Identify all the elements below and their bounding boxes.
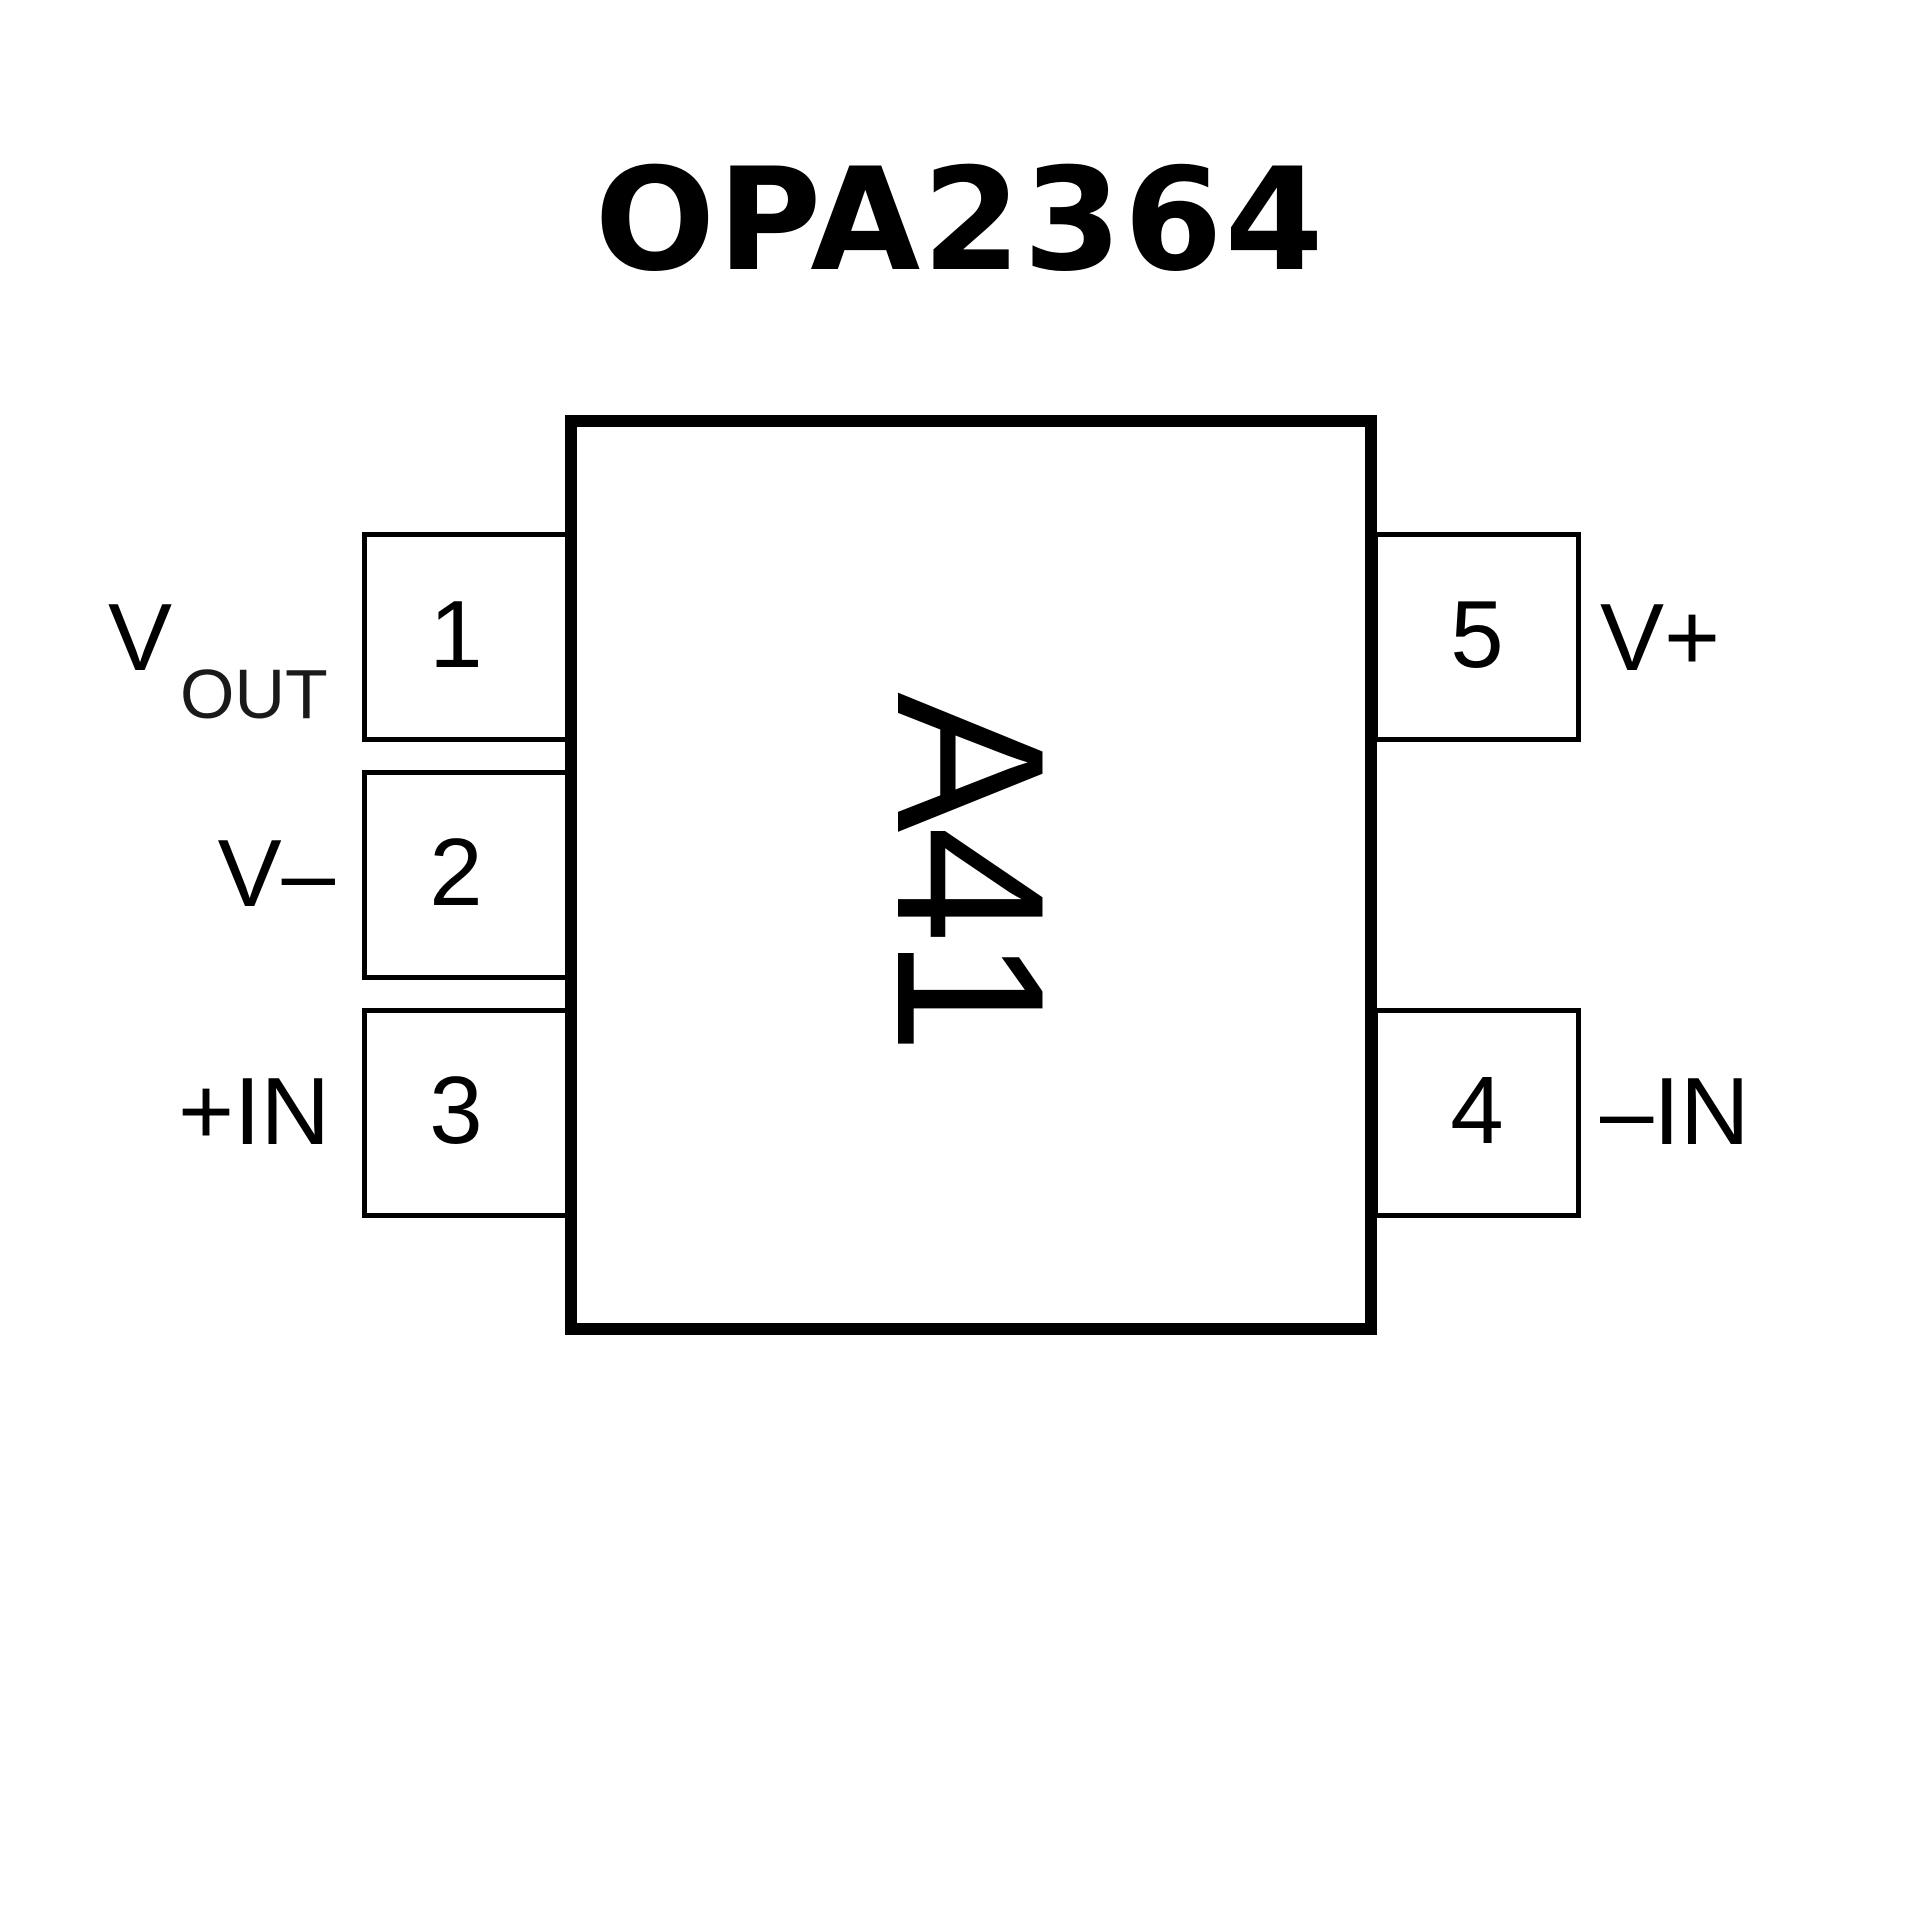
pin-2-label: V– [217,820,335,927]
pin-2: 2 [362,770,570,980]
pin-2-number: 2 [429,819,483,926]
pin-4: 4 [1373,1008,1581,1218]
pin-1-label-subscript: OUT [180,655,328,733]
pin-1-number: 1 [429,581,483,688]
pin-4-number: 4 [1450,1057,1504,1164]
pin-3: 3 [362,1008,570,1218]
pin-1: 1 [362,532,570,742]
pin-3-label: +IN [177,1058,330,1165]
pin-1-label: VOUT [108,590,328,730]
package-marking: A41 [853,692,1088,1048]
ic-package-body [565,415,1377,1335]
pin-5-number: 5 [1450,581,1504,688]
pin-4-label: –IN [1600,1058,1750,1165]
part-number-title: OPA2364 [594,138,1326,303]
pin-5-label: V+ [1600,584,1721,691]
pin-1-label-main: V [108,584,173,691]
pin-5: 5 [1373,532,1581,742]
pin-3-number: 3 [429,1057,483,1164]
